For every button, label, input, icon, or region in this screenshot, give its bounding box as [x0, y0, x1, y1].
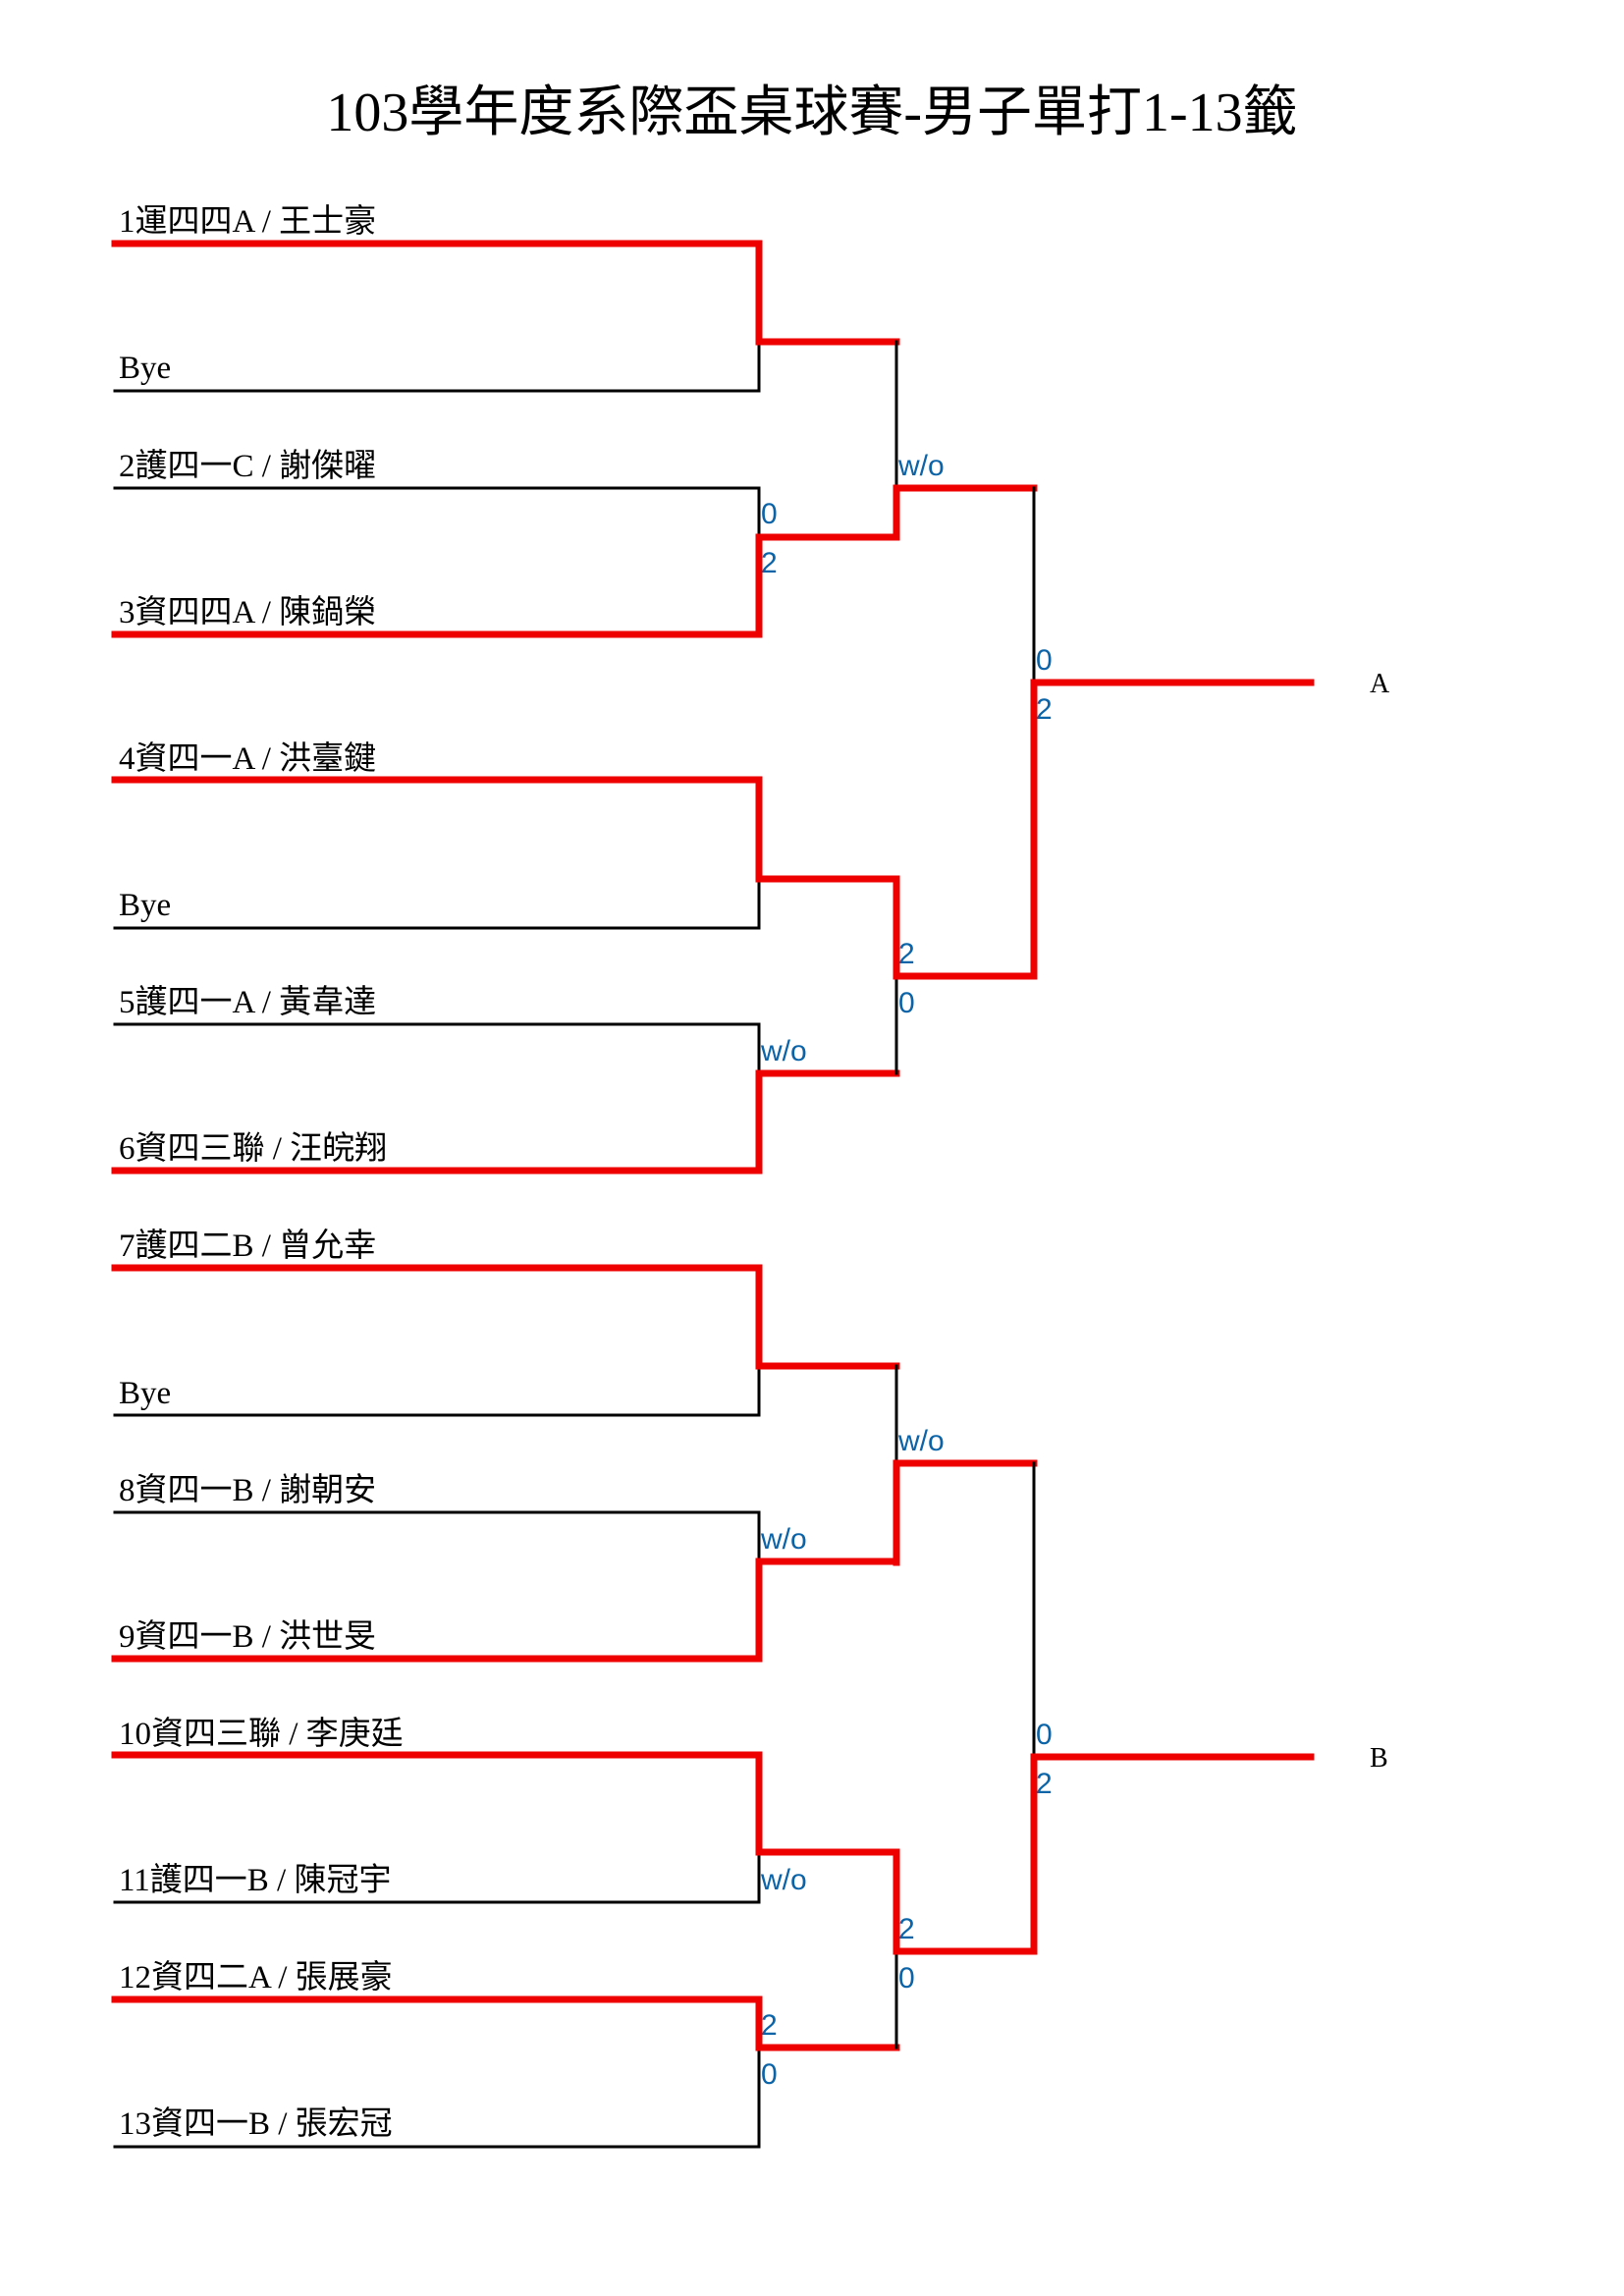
player-name: Bye: [119, 351, 171, 386]
player-list: 1運四四A / 王士豪 Bye 2護四一C / 謝傑曜 3資四四A / 陳鍋榮 …: [119, 203, 404, 2142]
scores: 0 2 w/o w/o w/o 2 0 w/o 2 0 w/o 2 0 0 2 …: [760, 450, 1053, 2091]
slot-label-b: B: [1370, 1743, 1388, 1774]
page-title: 103學年度系際盃桌球賽-男子單打1-13籤: [326, 82, 1297, 143]
player-name: 11護四一B / 陳冠宇: [119, 1862, 391, 1898]
score-label: w/o: [760, 1864, 807, 1896]
score-label: 0: [761, 498, 778, 530]
player-name: 2護四一C / 謝傑曜: [119, 448, 376, 484]
player-name: 10資四三聯 / 李庚廷: [119, 1716, 404, 1752]
player-name: 13資四一B / 張宏冠: [119, 2105, 393, 2142]
player-name: 7護四二B / 曾允幸: [119, 1228, 376, 1264]
score-label: w/o: [897, 450, 945, 482]
player-name: 12資四二A / 張展豪: [119, 1959, 393, 1995]
player-name: 9資四一B / 洪世旻: [119, 1618, 376, 1655]
player-name: 1運四四A / 王士豪: [119, 203, 376, 240]
score-label: 2: [761, 547, 778, 579]
score-label: 0: [898, 987, 915, 1019]
score-label: 2: [898, 1913, 915, 1945]
round2-winner-lines: [893, 484, 1038, 1955]
score-label: 0: [1036, 644, 1053, 677]
score-label: w/o: [760, 1523, 807, 1556]
player-name: 8資四一B / 謝朝安: [119, 1472, 376, 1508]
player-name: 4資四一A / 洪臺鍵: [119, 740, 376, 777]
player-name: 3資四四A / 陳鍋榮: [119, 594, 376, 630]
player-name: Bye: [119, 1376, 171, 1411]
score-label: 0: [898, 1962, 915, 1995]
player-name: Bye: [119, 888, 171, 923]
score-label: w/o: [897, 1425, 945, 1457]
round1-winner-lines: [111, 240, 900, 2051]
score-label: 0: [761, 2058, 778, 2091]
score-label: 2: [1036, 693, 1053, 726]
slot-label-a: A: [1370, 669, 1390, 699]
score-label: w/o: [760, 1035, 807, 1067]
round1-lines: [113, 340, 761, 2149]
score-label: 2: [761, 2009, 778, 2042]
score-label: 2: [898, 938, 915, 970]
score-label: 2: [1036, 1768, 1053, 1800]
player-name: 6資四三聯 / 汪皖翔: [119, 1130, 387, 1167]
score-label: 0: [1036, 1719, 1053, 1751]
round3-lines: [1030, 486, 1315, 1955]
player-name: 5護四一A / 黃韋達: [119, 984, 376, 1020]
